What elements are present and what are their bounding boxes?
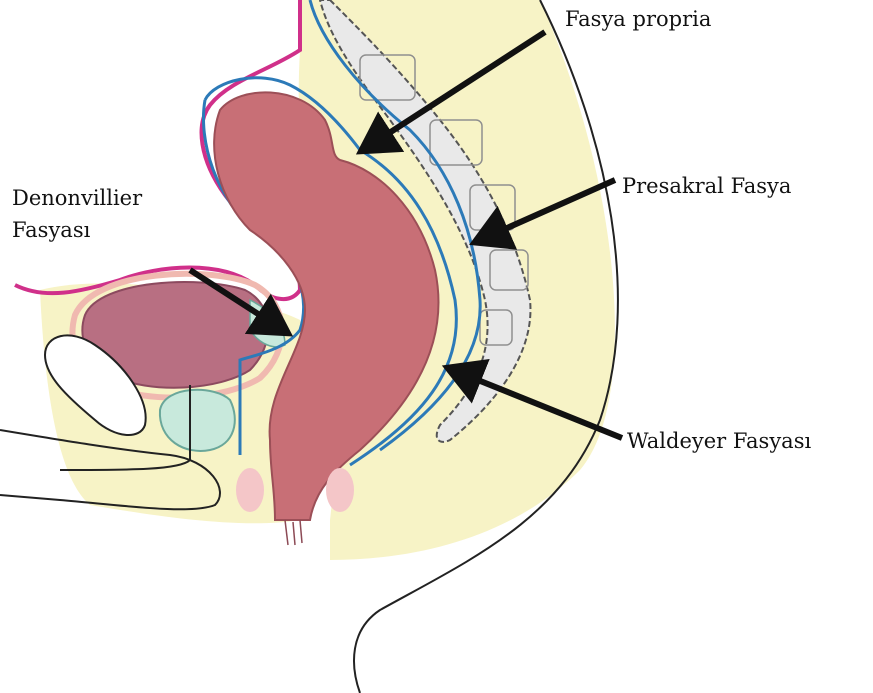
sphincter-right <box>326 468 354 512</box>
sphincter-left <box>236 468 264 512</box>
label-denonvillier-fasyasi: Denonvillier Fasyası <box>12 182 142 246</box>
label-denonvillier-line1: Denonvillier <box>12 182 142 214</box>
label-presakral-fasya: Presakral Fasya <box>622 170 791 202</box>
label-waldeyer-fasyasi: Waldeyer Fasyası <box>627 425 811 457</box>
label-fasya-propria: Fasya propria <box>565 3 711 35</box>
anal-canal-marks <box>285 520 302 545</box>
label-denonvillier-line2: Fasyası <box>12 214 142 246</box>
